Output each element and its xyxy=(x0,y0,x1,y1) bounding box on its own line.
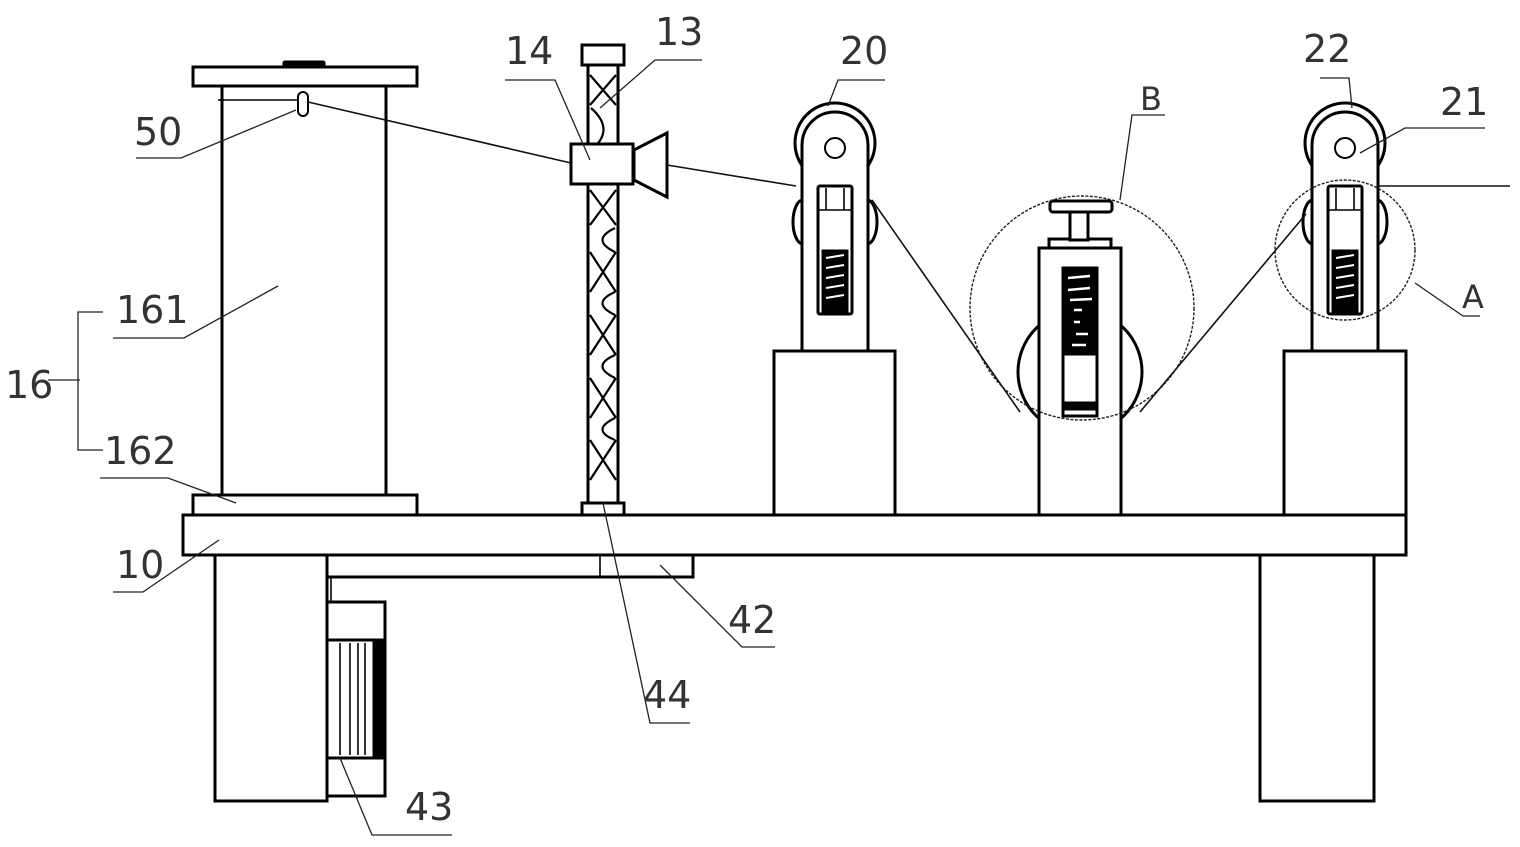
label-43: 43 xyxy=(405,785,453,829)
label-14: 14 xyxy=(505,29,553,73)
guide-roller-20 xyxy=(772,101,897,517)
label-10: 10 xyxy=(116,543,164,587)
top-flange xyxy=(191,65,419,88)
label-21: 21 xyxy=(1440,80,1488,124)
leader-lines xyxy=(48,59,1485,836)
label-161: 161 xyxy=(116,288,189,332)
motor-43 xyxy=(325,577,387,798)
bottom-flange-162 xyxy=(191,493,419,517)
detail-circle-a xyxy=(1274,179,1416,321)
slider-14 xyxy=(569,130,669,200)
base-plate xyxy=(181,513,1408,557)
label-16: 16 xyxy=(5,363,53,407)
left-leg xyxy=(213,553,329,803)
eyelet-50 xyxy=(297,91,309,117)
bobbin-16 xyxy=(191,60,419,517)
label-b: B xyxy=(1140,80,1162,118)
right-leg xyxy=(1258,553,1376,803)
label-13: 13 xyxy=(655,10,703,54)
bracket-42 xyxy=(325,553,695,579)
wire-path xyxy=(307,101,1510,413)
guide-roller-21 xyxy=(1282,101,1408,517)
lead-screw-13 xyxy=(580,43,626,517)
label-42: 42 xyxy=(728,598,776,642)
label-a: A xyxy=(1462,278,1484,316)
detail-circle-b xyxy=(969,195,1195,421)
bobbin-body-161 xyxy=(220,84,388,497)
tension-device xyxy=(1016,199,1144,517)
label-20: 20 xyxy=(840,29,888,73)
label-50: 50 xyxy=(134,110,182,154)
label-22: 22 xyxy=(1303,27,1351,71)
label-44: 44 xyxy=(643,673,691,717)
label-162: 162 xyxy=(104,429,177,473)
